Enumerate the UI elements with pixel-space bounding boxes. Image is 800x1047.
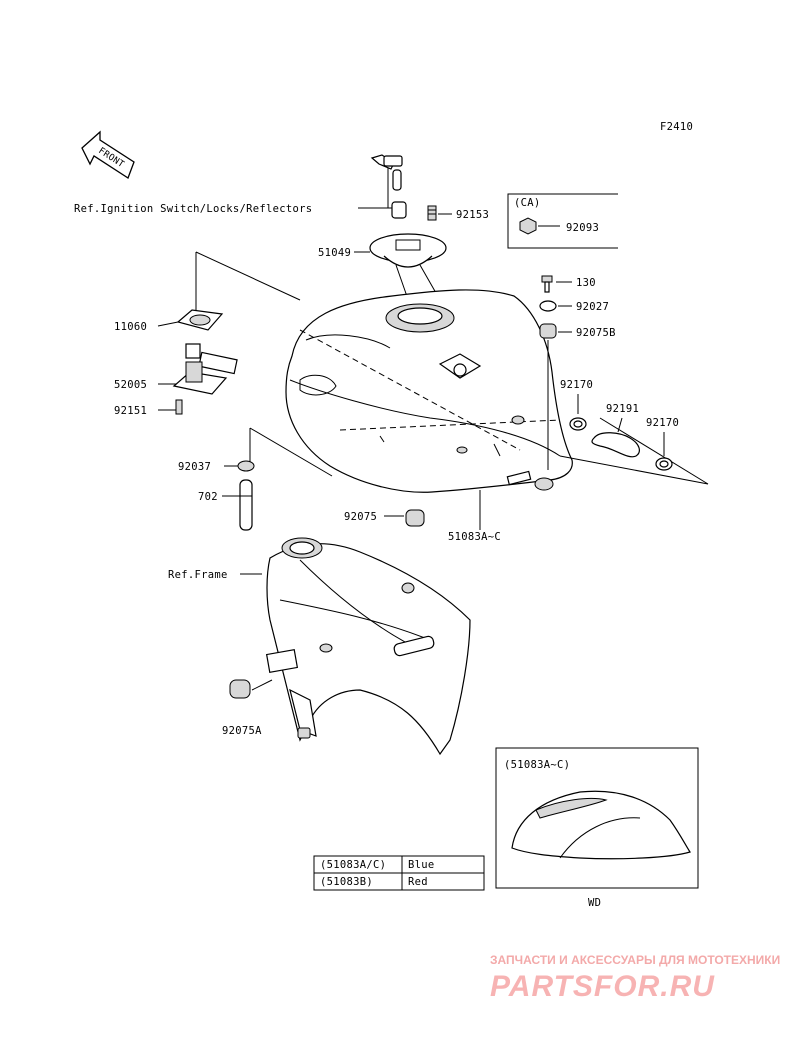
part-702: 702 [198, 491, 218, 503]
table-row-1-code: (51083A/C) [320, 859, 386, 871]
key-icon [370, 154, 403, 191]
part-92075B: 92075B [576, 327, 616, 339]
bolt-icon [427, 205, 437, 221]
grommet-icon [405, 509, 425, 527]
frame [265, 537, 471, 756]
part-92027: 92027 [576, 301, 609, 313]
ref-frame: Ref.Frame [168, 569, 228, 581]
part-92037: 92037 [178, 461, 211, 473]
part-130: 130 [576, 277, 596, 289]
figure-code: F2410 [660, 121, 693, 133]
bolt-130-icon [541, 275, 553, 293]
part-92151: 92151 [114, 405, 147, 417]
color-table: (51083A/C) Blue (51083B) Red [313, 855, 485, 891]
hose-clamp-left-icon [569, 417, 587, 431]
fuel-pump-icon [172, 343, 238, 395]
fuel-cap [369, 233, 447, 268]
inset-caption: WD [588, 897, 601, 909]
table-row-2-color: Red [408, 876, 428, 888]
part-92170-right: 92170 [646, 417, 679, 429]
ca-box: (CA) 92093 [507, 193, 618, 249]
table-row-2-code: (51083B) [320, 876, 373, 888]
svg-text:92093: 92093 [566, 222, 599, 234]
inset-box: (51083A~C) [495, 747, 699, 889]
fuel-tank [285, 289, 573, 493]
part-92075: 92075 [344, 511, 377, 523]
part-92153: 92153 [456, 209, 489, 221]
part-92191: 92191 [606, 403, 639, 415]
breather-hose-icon [591, 432, 640, 458]
part-52005: 52005 [114, 379, 147, 391]
part-92170-left: 92170 [560, 379, 593, 391]
gasket-icon [176, 309, 224, 331]
hose-clamp-right-icon [655, 457, 673, 471]
part-92075A: 92075A [222, 725, 262, 737]
ref-ignition: Ref.Ignition Switch/Locks/Reflectors [74, 203, 312, 215]
clamp-icon [237, 460, 255, 472]
grommet-a-icon [229, 679, 251, 699]
watermark-brand: PARTSFOR.RU [490, 970, 715, 1003]
lock-cylinder-icon [391, 201, 407, 219]
part-51049: 51049 [318, 247, 351, 259]
watermark-tagline: ЗАПЧАСТИ И АКСЕССУАРЫ ДЛЯ МОТОТЕХНИКИ [490, 953, 780, 967]
part-11060: 11060 [114, 321, 147, 333]
hose-icon [239, 479, 253, 531]
svg-text:(51083A~C): (51083A~C) [504, 759, 570, 771]
front-arrow-icon: FRONT [81, 130, 135, 179]
small-bolt-icon [175, 399, 183, 415]
grommet-b-icon [539, 323, 557, 339]
table-row-1-color: Blue [408, 859, 435, 871]
part-51083: 51083A~C [448, 531, 501, 543]
collar-icon [539, 300, 557, 312]
svg-text:(CA): (CA) [514, 197, 541, 209]
